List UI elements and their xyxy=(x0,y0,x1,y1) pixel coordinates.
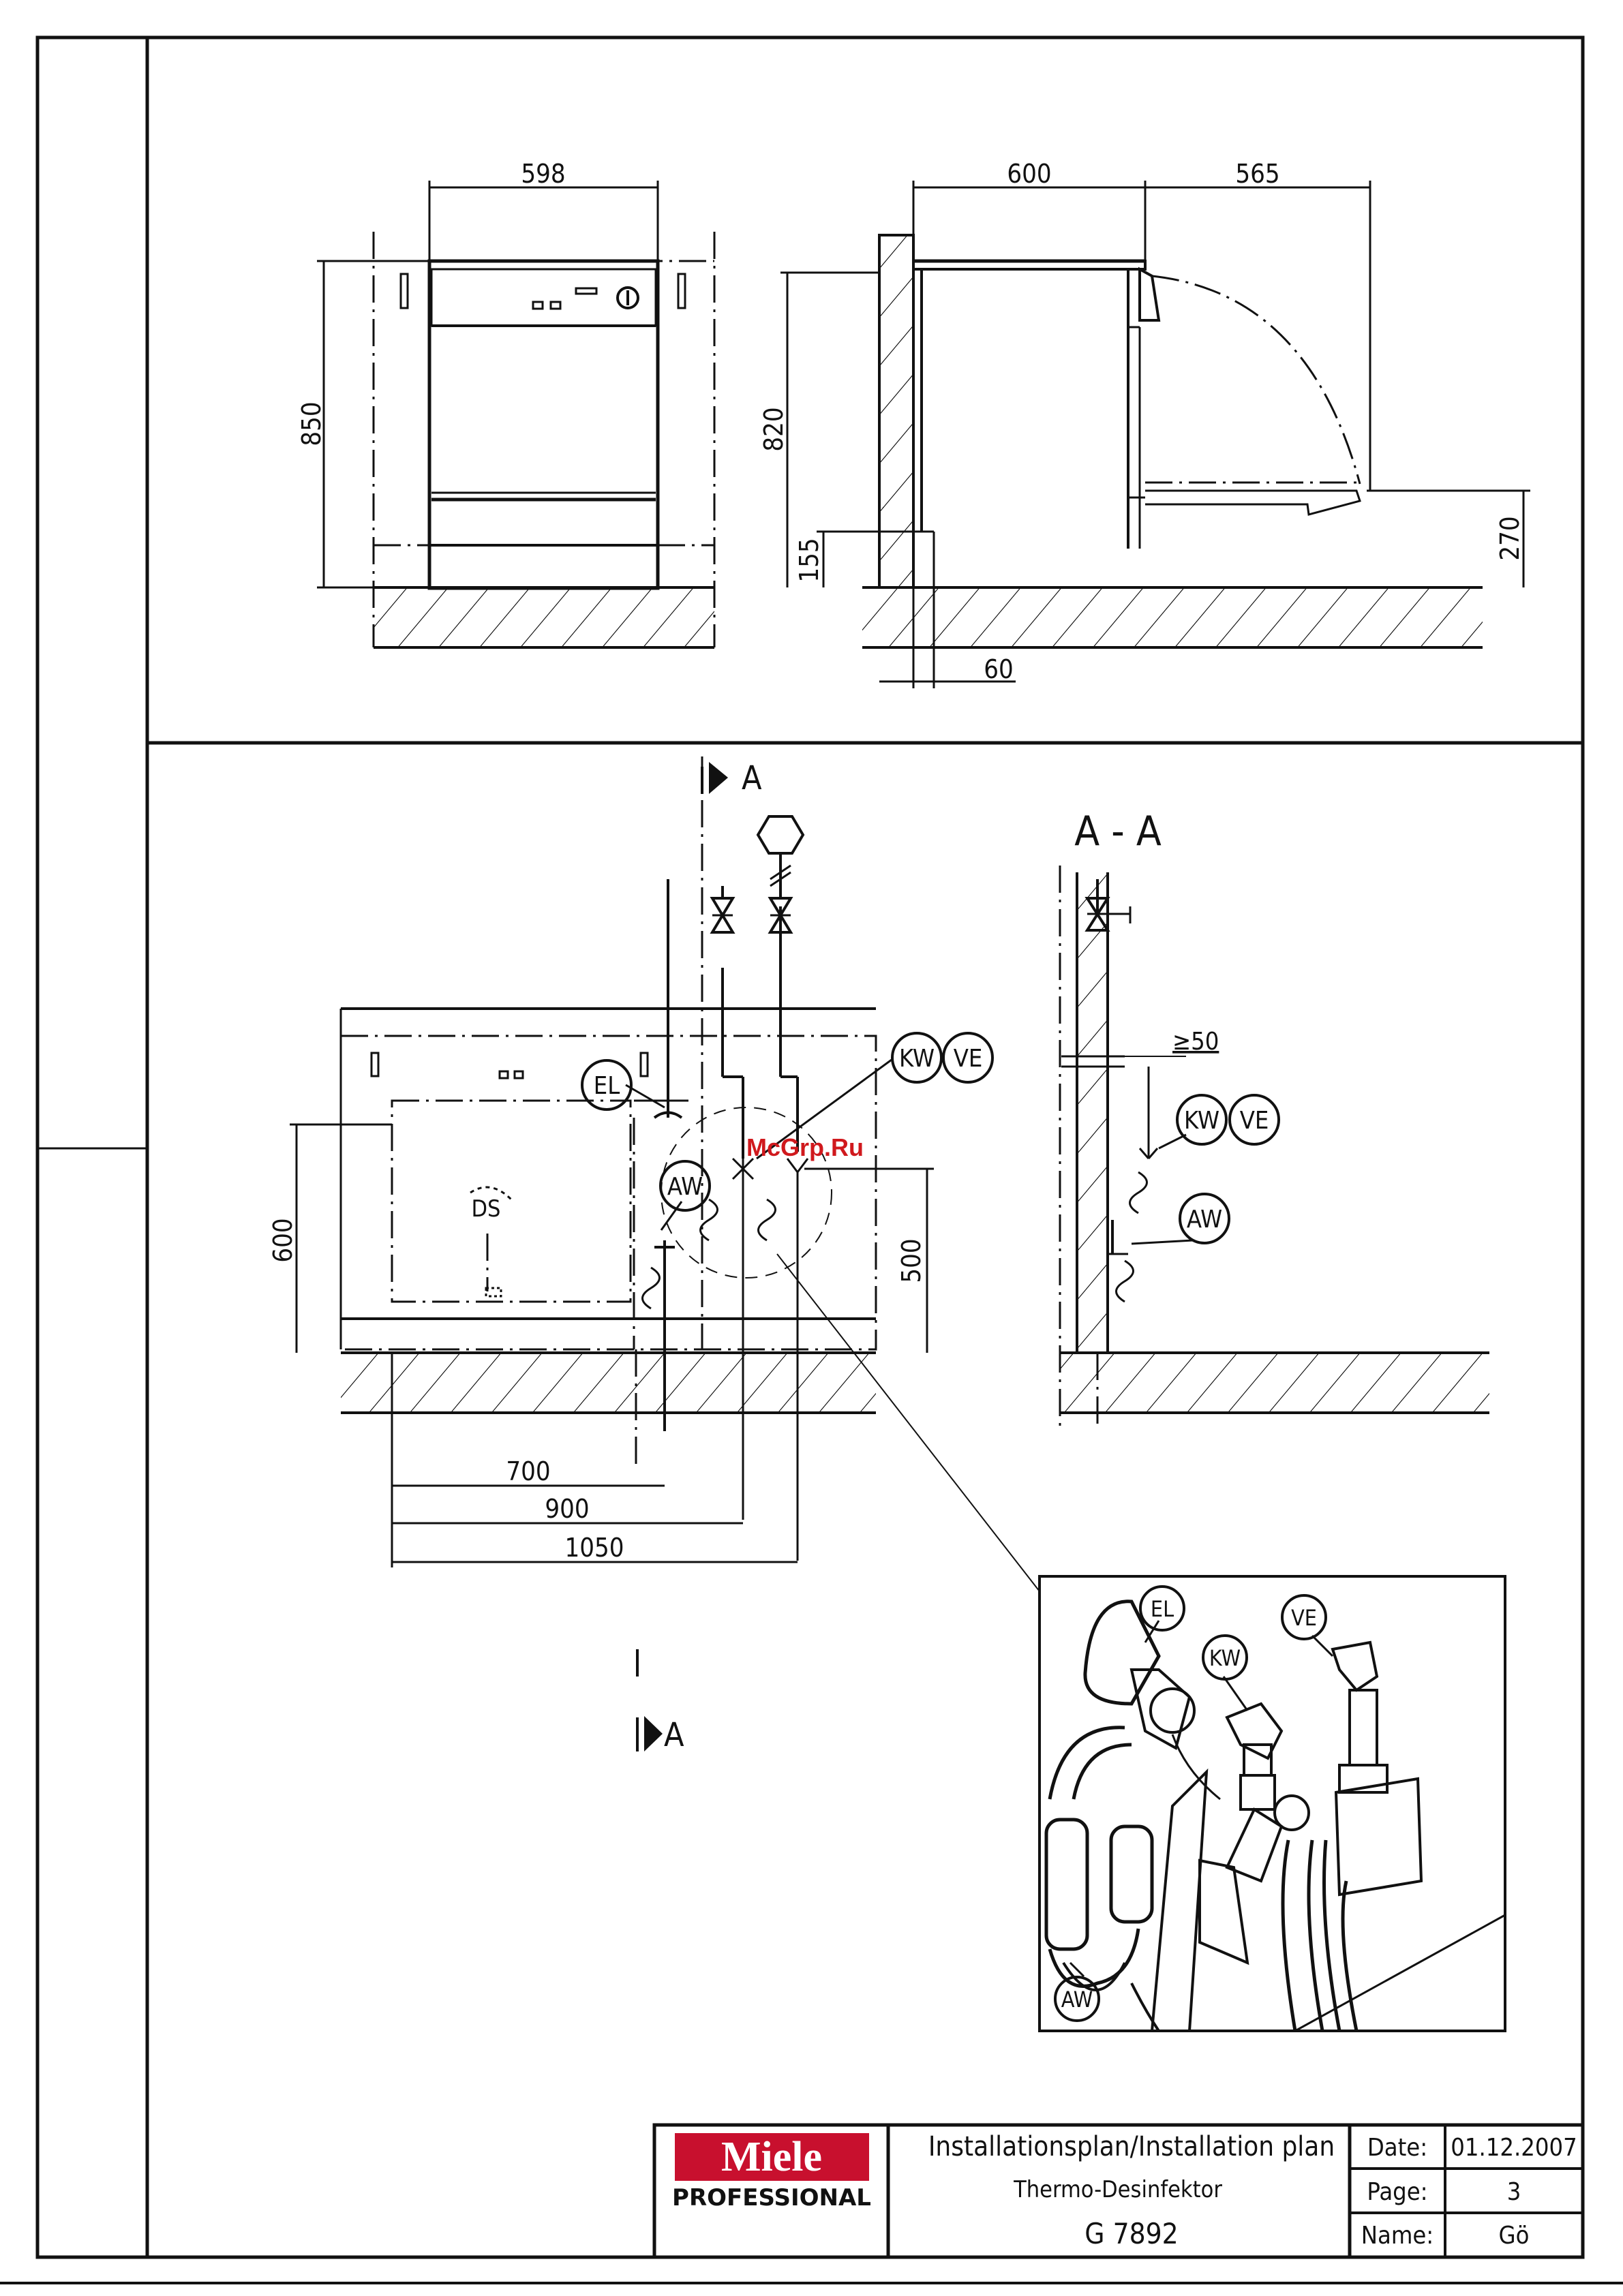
front-view xyxy=(317,181,714,647)
plan-title: Installationsplan/Installation plan xyxy=(928,2131,1335,2162)
page-label: Page: xyxy=(1367,2178,1427,2206)
side-plinth-dim: 155 xyxy=(794,538,824,582)
side-door-dim: 565 xyxy=(1235,159,1279,189)
plan-ve-label: VE xyxy=(954,1045,983,1073)
detail-el-label: EL xyxy=(1151,1596,1174,1622)
section-marker-bottom: A xyxy=(664,1716,684,1754)
product-type: Thermo-Desinfektor xyxy=(1013,2176,1222,2203)
detail-kw-label: KW xyxy=(1209,1645,1241,1671)
front-height-dim: 850 xyxy=(297,401,327,446)
brand-subtitle: PROFESSIONAL xyxy=(672,2184,871,2211)
section-marker-top: A xyxy=(742,759,762,797)
miele-logo-text: Miele xyxy=(721,2134,822,2180)
plan-kw-label: KW xyxy=(899,1045,935,1073)
detail-ve-label: VE xyxy=(1291,1605,1317,1631)
plan-dim-900: 900 xyxy=(545,1494,589,1524)
section-a-a-view xyxy=(1060,866,1489,1428)
plan-aw-label: AW xyxy=(667,1173,703,1201)
name-label: Name: xyxy=(1361,2222,1434,2250)
plan-depth-dim: 600 xyxy=(268,1218,298,1262)
plan-view xyxy=(290,756,1040,1751)
side-view xyxy=(780,181,1530,688)
plan-dim-700: 700 xyxy=(506,1456,550,1486)
side-door-height-dim: 270 xyxy=(1495,516,1525,560)
name-value: Gö xyxy=(1499,2222,1530,2250)
detail-aw-label: AW xyxy=(1061,1987,1093,2012)
plan-ds-label: DS xyxy=(472,1195,501,1223)
section-min-dim: ≥50 xyxy=(1172,1028,1219,1056)
watermark: McGrp.Ru xyxy=(746,1133,864,1161)
side-wall-dim: 60 xyxy=(984,654,1014,684)
model-number: G 7892 xyxy=(1084,2217,1178,2250)
page-value: 3 xyxy=(1507,2178,1521,2206)
plan-dim-500: 500 xyxy=(896,1238,926,1283)
date-label: Date: xyxy=(1367,2134,1427,2162)
date-value: 01.12.2007 xyxy=(1451,2134,1577,2162)
front-width-dim: 598 xyxy=(521,159,565,189)
side-depth-dim: 600 xyxy=(1007,159,1051,189)
section-kw-label: KW xyxy=(1184,1107,1219,1135)
plan-el-label: EL xyxy=(594,1072,620,1100)
connection-detail-illustration xyxy=(1040,1576,1505,2031)
section-aw-label: AW xyxy=(1187,1206,1222,1234)
plan-dim-1050: 1050 xyxy=(565,1533,624,1563)
side-height-dim: 820 xyxy=(759,407,789,451)
section-title: A - A xyxy=(1074,808,1162,855)
section-ve-label: VE xyxy=(1240,1107,1269,1135)
